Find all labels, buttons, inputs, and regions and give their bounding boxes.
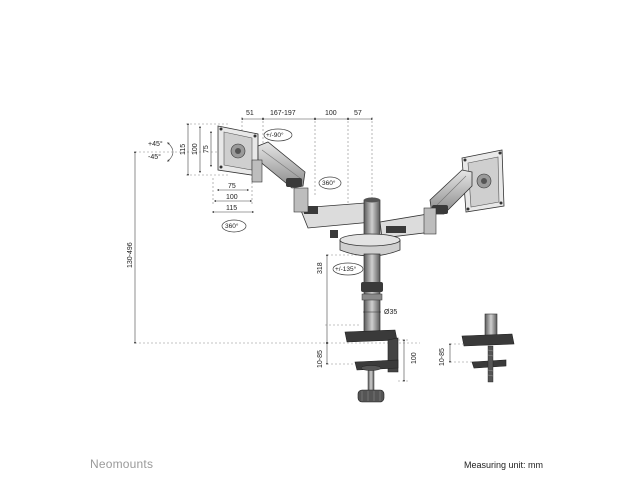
dim-51-label: 51 xyxy=(246,110,254,117)
left-gas-arm xyxy=(251,141,306,189)
height-130-496-label: 130-496 xyxy=(127,242,134,268)
vesa-vertical-dims xyxy=(186,122,213,177)
grommet-ref-lines xyxy=(450,343,472,363)
central-hub xyxy=(330,230,401,257)
grommet-10-85-label: 10-85 xyxy=(439,348,446,366)
swivel-360-arm-icon: 360° xyxy=(318,176,342,190)
right-vesa-plate xyxy=(461,149,505,213)
left-lower-arm xyxy=(293,187,373,229)
desk-clamp xyxy=(344,329,399,403)
pole-diameter-label: Ø35 xyxy=(384,309,397,316)
brand-logo: Neomounts xyxy=(90,457,154,471)
dim-167-197-label: 167-197 xyxy=(270,110,296,117)
left-vesa-plate xyxy=(217,125,259,177)
dim-100-top-label: 100 xyxy=(325,110,337,117)
grommet-mount xyxy=(461,313,515,383)
swivel-360-plate-label: 360° xyxy=(225,222,239,230)
vesa-115-h-label: 115 xyxy=(226,205,237,212)
rotate-90-label: +/-90° xyxy=(266,131,284,139)
swivel-135-label: +/-135° xyxy=(335,265,357,273)
tilt-plus-label: +45° xyxy=(148,140,163,148)
swivel-360-arm-label: 360° xyxy=(322,179,336,187)
tilt-minus-label: -45° xyxy=(148,153,161,161)
vesa-100-v-label: 100 xyxy=(192,143,199,155)
vesa-115-v-label: 115 xyxy=(180,144,187,155)
dim-57-label: 57 xyxy=(354,110,362,117)
vesa-100-h-label: 100 xyxy=(226,194,238,201)
pole-318-label: 318 xyxy=(317,262,324,274)
rotate-90-icon: +/-90° xyxy=(263,128,293,142)
swivel-360-plate-icon: 360° xyxy=(221,219,247,233)
measuring-unit-note: Measuring unit: mm xyxy=(464,460,544,470)
tilt-arc-icon xyxy=(167,142,174,162)
swivel-135-icon: +/-135° xyxy=(332,262,364,276)
vesa-75-h-label: 75 xyxy=(228,183,236,190)
clamp-10-85-label: 10-85 xyxy=(317,350,324,368)
clamp-100-label: 100 xyxy=(411,352,418,364)
vesa-horizontal-dims xyxy=(211,188,255,214)
vesa-75-v-label: 75 xyxy=(203,145,210,153)
pole-top-cap xyxy=(363,197,381,241)
right-lower-arm xyxy=(379,207,437,239)
pole xyxy=(361,253,383,333)
